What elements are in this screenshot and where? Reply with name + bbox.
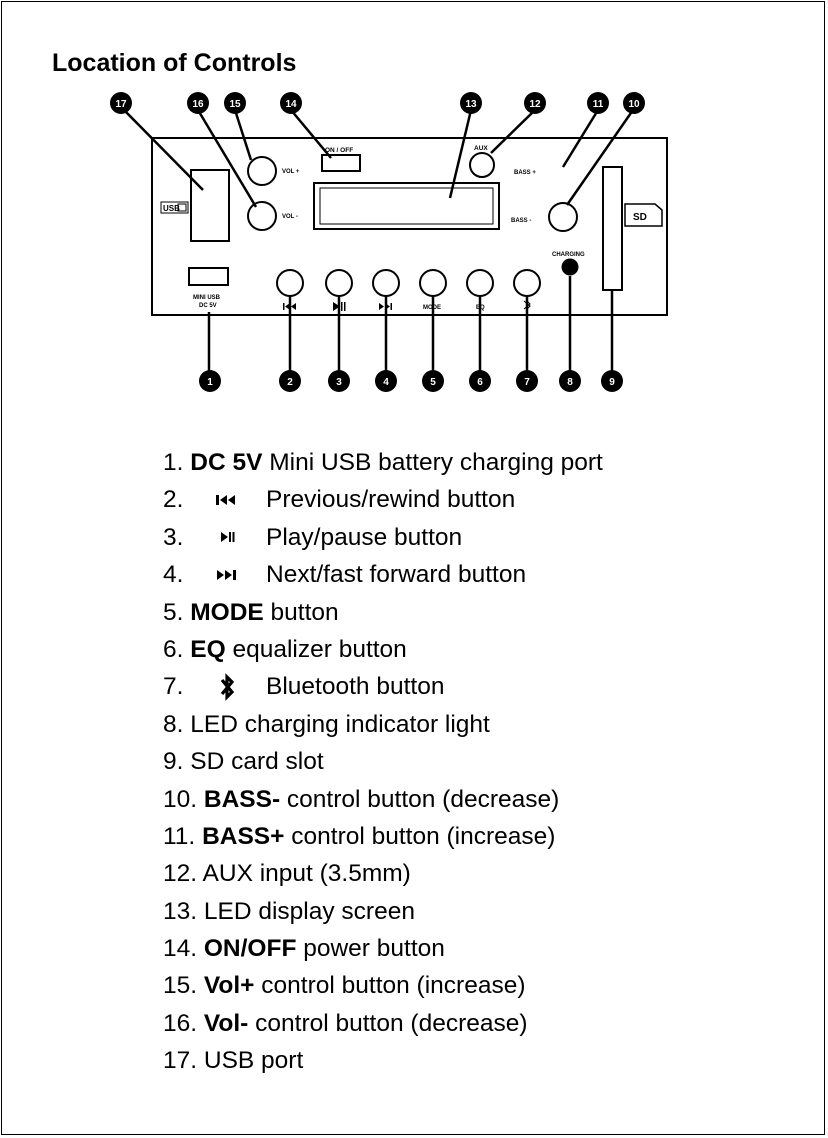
sd-card-icon [624,203,663,227]
svg-text:14: 14 [285,99,297,110]
usb-symbol-icon [177,203,187,212]
bass-minus-label: BASS - [511,218,531,224]
legend-item-13: 13. LED display screen [163,897,415,925]
usb-label: USB [163,204,180,213]
play-pause-button [325,269,353,297]
callout-7: 7 [516,370,538,392]
callout-17: 17 [110,92,132,114]
legend-item-3: 3. Play/pause button [163,519,603,556]
svg-text:17: 17 [115,99,127,110]
next-button [372,269,400,297]
callout-1: 1 [199,370,221,392]
svg-text:11: 11 [593,99,604,110]
mini-usb-port [188,267,229,286]
eq-button [466,269,494,297]
legend-item-9: 9. SD card slot [163,748,324,776]
svg-text:16: 16 [192,99,204,110]
legend-item-17: 17. USB port [163,1047,304,1075]
led-display-inner [319,187,494,225]
svg-text:10: 10 [628,99,640,110]
controls-legend: 1. DC 5V Mini USB battery charging port … [163,444,603,1080]
bluetooth-button [513,269,541,297]
page-title: Location of Controls [52,49,297,77]
aux-label: AUX [474,145,488,152]
callout-14: 14 [280,92,302,114]
svg-text:3: 3 [336,377,342,388]
legend-item-16: 16. Vol- control button (decrease) [163,1009,528,1037]
svg-text:7: 7 [524,377,530,388]
svg-text:15: 15 [229,99,241,110]
callout-15: 15 [224,92,246,114]
legend-item-2: 2. Previous/rewind button [163,481,603,518]
callout-13: 13 [460,92,482,114]
legend-item-8: 8. LED charging indicator light [163,710,490,738]
sd-slot [602,166,623,291]
callout-6: 6 [469,370,491,392]
svg-text:13: 13 [465,99,477,110]
callout-9: 9 [601,370,623,392]
callout-2: 2 [279,370,301,392]
play-pause-icon [333,302,346,311]
mini-usb-label-1: MINI USB [193,295,221,301]
svg-text:8: 8 [567,377,573,388]
svg-text:9: 9 [609,377,615,388]
leader-lines [123,109,635,373]
callout-10: 10 [623,92,645,114]
callout-3: 3 [328,370,350,392]
prev-button [276,269,304,297]
callout-4: 4 [375,370,397,392]
on-off-label: ON / OFF [325,147,353,154]
legend-item-1: 1. DC 5V Mini USB battery charging port [163,449,603,476]
legend-item-10: 10. BASS- control button (decrease) [163,785,560,813]
legend-item-11: 11. BASS+ control button (increase) [163,822,556,850]
next-icon [213,556,241,593]
control-panel-diagram: USB VOL + VOL - ON / OFF AUX BASS + BASS… [110,92,668,392]
legend-item-5: 5. MODE button [163,598,339,626]
legend-item-7: 7. Bluetooth button [163,668,603,705]
legend-item-15: 15. Vol+ control button (increase) [163,972,526,1000]
vol-minus-button [247,201,277,231]
legend-item-4: 4. Next/fast forward button [163,556,603,593]
vol-plus-button [247,156,277,186]
callout-5: 5 [422,370,444,392]
charging-label: CHARGING [552,252,585,258]
callout-16: 16 [187,92,209,114]
legend-item-6: 6. EQ equalizer button [163,635,407,663]
callout-8: 8 [559,370,581,392]
usb-label-box [160,201,189,214]
charging-led [561,258,579,276]
svg-text:5: 5 [430,377,436,388]
mini-usb-label-2: DC 5V [199,303,217,309]
aux-jack [469,152,495,178]
legend-item-12: 12. AUX input (3.5mm) [163,860,411,888]
vol-plus-label: VOL + [282,169,300,175]
usb-port [190,169,230,242]
legend-item-14: 14. ON/OFF power button [163,935,445,963]
svg-text:2: 2 [287,377,293,388]
bass-plus-label: BASS + [514,170,536,176]
bass-minus-button [548,202,578,232]
mode-button [419,269,447,297]
svg-text:6: 6 [477,377,483,388]
svg-text:12: 12 [529,99,541,110]
bluetooth-icon [213,668,241,705]
callout-11: 11 [587,92,609,114]
svg-text:1: 1 [207,377,213,388]
play-pause-icon [213,519,241,556]
svg-text:4: 4 [383,377,389,388]
led-display [313,182,500,230]
callout-12: 12 [524,92,546,114]
on-off-switch [321,154,361,172]
vol-minus-label: VOL - [282,214,298,220]
prev-icon [213,481,241,518]
sd-label: SD [633,212,647,223]
